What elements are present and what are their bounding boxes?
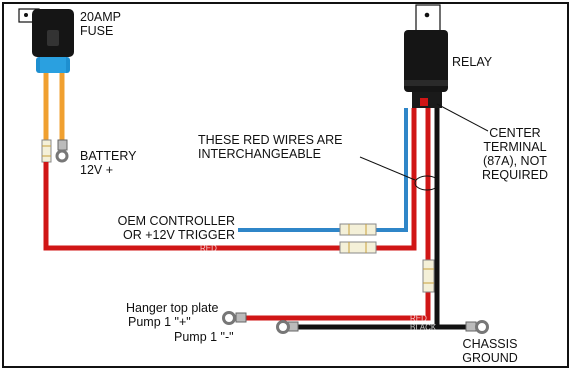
ring-pump-plus-crimp [235, 312, 247, 323]
fuse-leads [43, 73, 65, 140]
relay-body [404, 30, 448, 92]
wire-tag-pump-red: RED [410, 314, 427, 323]
red-wire-pump [244, 108, 431, 321]
battery-ring-terminal [55, 139, 69, 163]
ring-pump-minus-eye [276, 320, 290, 334]
red-wires-circle [414, 175, 440, 191]
ring-crimp [57, 139, 68, 151]
butt-connector-red-body [339, 241, 377, 254]
butt-connector-vertical-body [422, 259, 435, 293]
pump-minus-label: Pump 1 "-" [174, 330, 234, 344]
fuse-tab-hole [24, 13, 28, 17]
ring-pump-plus-eye [222, 311, 236, 325]
ring-chassis-crimp [465, 321, 477, 332]
ring-eye [55, 149, 69, 163]
relay-mount-tab [415, 4, 441, 34]
pump-plus-label: Pump 1 "+" [128, 315, 191, 329]
wire-tag-main-red: RED [200, 244, 217, 253]
butt-connector-blue [339, 223, 377, 236]
hanger-top-plate-label: Hanger top plate [126, 301, 219, 315]
fuse-latch [47, 30, 59, 46]
butt-connector-fuse [41, 139, 52, 163]
butt-connector-body [41, 139, 52, 163]
relay [404, 4, 448, 108]
ring-terminal-chassis [465, 320, 489, 334]
butt-connector-blue-body [339, 223, 377, 236]
center-terminal-pointer [436, 103, 489, 132]
red-wire-main [43, 108, 417, 251]
ring-chassis-eye [475, 320, 489, 334]
red-wires-pointer [359, 156, 416, 181]
ring-terminal-pump-minus [276, 320, 299, 334]
diagram-frame [2, 2, 569, 368]
ring-terminal-pump-plus [222, 311, 247, 325]
relay-mount-hole [424, 12, 430, 18]
relay-label: RELAY [452, 55, 493, 69]
butt-connector-red [339, 241, 377, 254]
wire-tag-pump-black: BLACK [410, 323, 437, 332]
blue-wire-trigger [238, 108, 408, 232]
fuse-cap-highlight [40, 57, 66, 73]
butt-connector-vertical [422, 259, 435, 293]
fuse-holder [18, 8, 74, 73]
relay-body-band [404, 80, 448, 86]
relay-center-terminal [420, 98, 428, 106]
